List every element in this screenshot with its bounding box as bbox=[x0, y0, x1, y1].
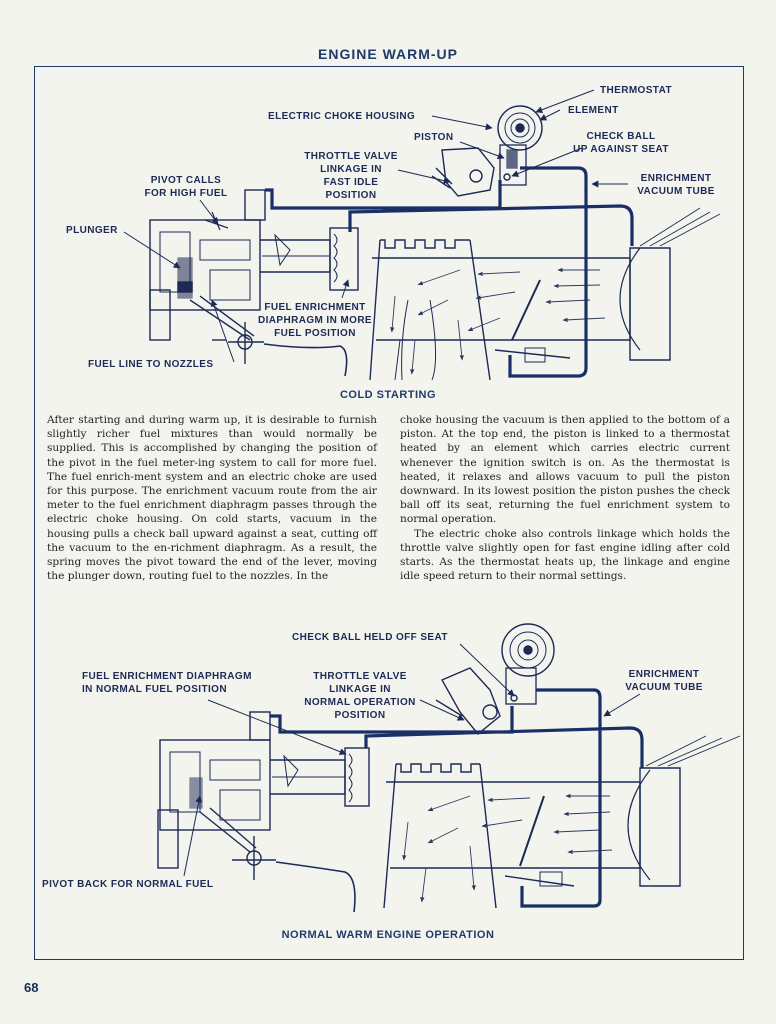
label-fuel-line-to-nozzles: FUEL LINE TO NOZZLES bbox=[88, 359, 214, 370]
leader-lines-top bbox=[123, 89, 628, 363]
page-title: ENGINE WARM-UP bbox=[318, 46, 458, 62]
leader-lines-bottom bbox=[183, 643, 641, 877]
label-plunger: PLUNGER bbox=[66, 225, 118, 236]
fuel-nozzle-lines-top bbox=[189, 295, 348, 377]
label-throttle-valve-top: THROTTLE VALVE LINKAGE IN FAST IDLE POSI… bbox=[298, 150, 404, 202]
label-check-ball-line1: CHECK BALL bbox=[586, 131, 656, 142]
fuel-meter-body-top bbox=[149, 189, 359, 341]
label-throttle-line2: LINKAGE IN bbox=[320, 164, 382, 175]
label-tvb-line3: NORMAL OPERATION bbox=[304, 697, 416, 708]
label-check-ball-held-off-seat: CHECK BALL HELD OFF SEAT bbox=[292, 632, 448, 643]
label-piston: PISTON bbox=[414, 132, 454, 143]
label-electric-choke-housing: ELECTRIC CHOKE HOUSING bbox=[268, 111, 416, 122]
label-enrichment-vacuum-tube-top: ENRICHMENT VACUUM TUBE bbox=[628, 172, 724, 198]
label-fuel-enrichment-diaphragm-top: FUEL ENRICHMENT DIAPHRAGM IN MORE FUEL P… bbox=[252, 301, 378, 340]
enrichment-vacuum-tube-top bbox=[265, 166, 634, 378]
intake-manifold-bottom bbox=[383, 735, 741, 909]
electric-choke-housing-bottom bbox=[501, 623, 555, 705]
label-fed-top-line3: FUEL POSITION bbox=[274, 328, 356, 339]
enrichment-vacuum-tube-bottom bbox=[270, 688, 644, 908]
label-pivot-back: PIVOT BACK FOR NORMAL FUEL bbox=[42, 879, 214, 890]
label-fed-top-line2: DIAPHRAGM IN MORE bbox=[257, 315, 373, 326]
label-fed-bottom-line1: FUEL ENRICHMENT DIAPHRAGM bbox=[82, 671, 252, 682]
label-tvb-line1: THROTTLE VALVE bbox=[313, 671, 407, 682]
label-fed-top-line1: FUEL ENRICHMENT bbox=[264, 302, 366, 313]
body-paragraph-right-2: The electric choke also controls linkage… bbox=[400, 527, 730, 583]
label-tvb-line2: LINKAGE IN bbox=[329, 684, 391, 695]
label-fuel-enrichment-diaphragm-bottom: FUEL ENRICHMENT DIAPHRAGM IN NORMAL FUEL… bbox=[82, 670, 252, 696]
label-thermostat: THERMOSTAT bbox=[600, 85, 672, 96]
cold-starting-diagram bbox=[149, 105, 721, 381]
fuel-nozzle-lines-bottom bbox=[199, 807, 356, 913]
label-evt-bottom-line2: VACUUM TUBE bbox=[625, 682, 703, 693]
throttle-linkage-top bbox=[431, 147, 495, 197]
label-tvb-line4: POSITION bbox=[334, 710, 386, 721]
label-element: ELEMENT bbox=[568, 105, 619, 116]
fuel-meter-body-bottom bbox=[157, 711, 370, 869]
label-pivot-calls-line1: PIVOT CALLS bbox=[150, 175, 222, 186]
normal-warm-diagram bbox=[157, 623, 741, 913]
figure-frame bbox=[34, 66, 744, 960]
body-text-left: After starting and during warm up, it is… bbox=[47, 413, 377, 583]
body-text-right: choke housing the vacuum is then applied… bbox=[400, 413, 730, 583]
label-check-ball: CHECK BALL UP AGAINST SEAT bbox=[566, 130, 676, 156]
label-throttle-valve-bottom: THROTTLE VALVE LINKAGE IN NORMAL OPERATI… bbox=[294, 670, 426, 722]
electric-choke-housing bbox=[497, 105, 543, 186]
label-pivot-calls: PIVOT CALLS FOR HIGH FUEL bbox=[136, 174, 236, 200]
label-fed-bottom-line2: IN NORMAL FUEL POSITION bbox=[82, 684, 227, 695]
airflow-arrows-top bbox=[390, 267, 606, 375]
page-number: 68 bbox=[24, 980, 39, 995]
throttle-linkage-bottom bbox=[435, 667, 501, 735]
intake-manifold-top bbox=[369, 207, 721, 381]
airflow-arrows-bottom bbox=[402, 793, 613, 903]
label-throttle-line3: FAST IDLE bbox=[323, 177, 379, 188]
label-enrichment-vacuum-tube-bottom: ENRICHMENT VACUUM TUBE bbox=[616, 668, 712, 694]
label-evt-top-line2: VACUUM TUBE bbox=[637, 186, 715, 197]
label-evt-bottom-line1: ENRICHMENT bbox=[628, 669, 700, 680]
label-pivot-calls-line2: FOR HIGH FUEL bbox=[144, 188, 228, 199]
body-paragraph-left: After starting and during warm up, it is… bbox=[47, 414, 377, 583]
caption-cold-starting: COLD STARTING bbox=[339, 389, 437, 401]
body-paragraph-right-1: choke housing the vacuum is then applied… bbox=[400, 414, 730, 526]
label-evt-top-line1: ENRICHMENT bbox=[640, 173, 712, 184]
label-throttle-line1: THROTTLE VALVE bbox=[304, 151, 398, 162]
label-throttle-line4: POSITION bbox=[325, 190, 377, 201]
caption-normal-warm: NORMAL WARM ENGINE OPERATION bbox=[281, 929, 495, 941]
label-check-ball-line2: UP AGAINST SEAT bbox=[573, 144, 669, 155]
